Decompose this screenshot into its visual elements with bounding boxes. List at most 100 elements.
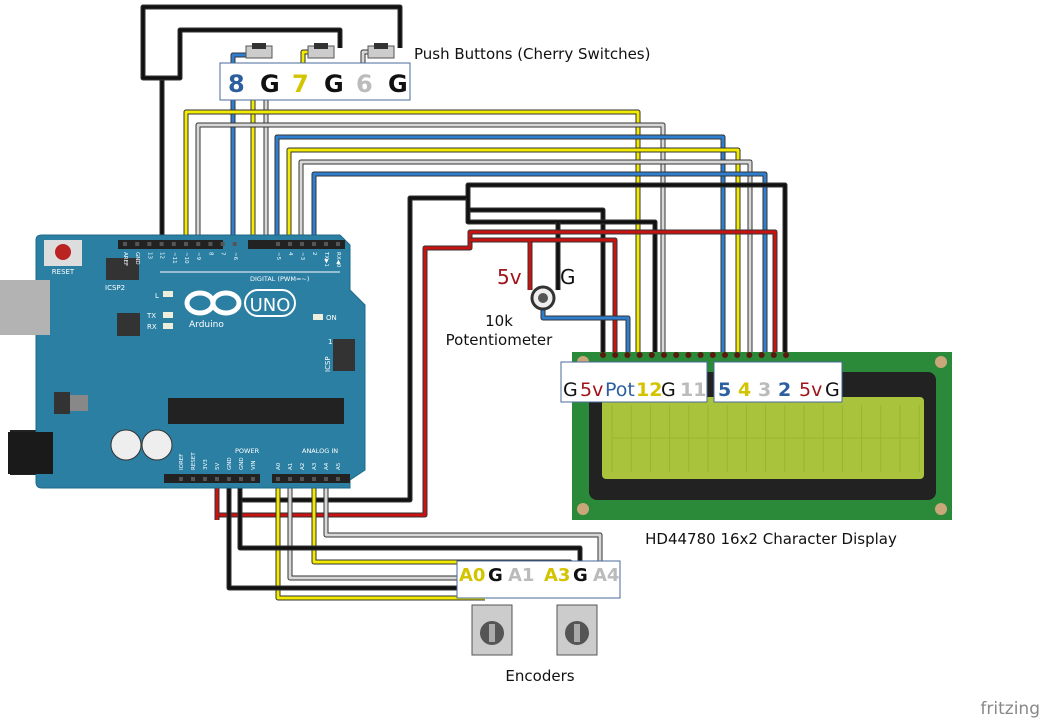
header-pin <box>232 242 237 246</box>
pin-label: A4 <box>324 462 330 470</box>
pin-label: VIN <box>251 461 257 471</box>
header-pin <box>135 242 140 246</box>
header-pin <box>300 477 304 481</box>
header-pin <box>191 477 195 481</box>
pot-value-label: 10k <box>485 312 513 330</box>
header-pin <box>324 242 328 246</box>
pin-label: G <box>661 379 676 401</box>
pin-label: AREF <box>122 252 128 266</box>
pin-label: IOREF <box>179 454 185 470</box>
pin-label: 4 <box>287 252 293 256</box>
lcd-pin <box>661 352 667 358</box>
lcd-pin <box>673 352 680 358</box>
potentiometer: 5v G 10k Potentiometer <box>446 265 576 349</box>
pin-label: G <box>388 70 408 98</box>
lcd-pin <box>697 352 704 358</box>
pin-label: GND <box>239 457 245 470</box>
header-pin <box>300 242 304 246</box>
pin-label: 5v <box>580 379 603 401</box>
lcd-caption: HD44780 16x2 Character Display <box>645 530 897 548</box>
header-pin <box>336 477 340 481</box>
pin-label: 5V <box>215 463 221 470</box>
pin-label: 4 <box>738 379 751 401</box>
lcd-pin <box>600 352 606 358</box>
pin-label: A3 <box>312 462 318 470</box>
pin-label: A2 <box>300 463 306 470</box>
pin-label: G <box>488 565 503 586</box>
lcd-pin <box>685 352 692 358</box>
pin-label: 2 <box>311 252 317 256</box>
pin-label: G <box>260 70 280 98</box>
lcd-pin <box>624 352 631 358</box>
led-on-label: ON <box>326 314 337 322</box>
pin-label: 7 <box>220 252 226 256</box>
digital-label: DIGITAL (PWM=~) <box>250 275 309 283</box>
header-pin <box>147 242 152 246</box>
pin-label: 13 <box>146 252 152 259</box>
pin-label: ~10 <box>183 252 189 264</box>
lcd-pin <box>636 352 643 358</box>
pin-label: ~9 <box>195 252 201 261</box>
header-pin <box>288 242 292 246</box>
pin-label: ~3 <box>299 252 305 261</box>
pin-label: A1 <box>508 565 534 586</box>
pin-label: ~6 <box>232 252 238 261</box>
header-pin <box>324 477 328 481</box>
pin-label: GND <box>227 457 233 470</box>
wire-outline <box>311 171 768 354</box>
header-pin <box>171 242 176 246</box>
lcd-pin <box>648 352 655 358</box>
header-pin <box>276 242 280 246</box>
pin-label: 11 <box>680 379 706 401</box>
pin-label: A4 <box>593 565 619 586</box>
pin-label: RX◀0 <box>335 252 341 268</box>
power-label: POWER <box>235 447 260 455</box>
wire-black <box>141 5 402 244</box>
header-pin <box>276 477 280 481</box>
header-pin <box>179 477 183 481</box>
pin-label: 8 <box>228 70 245 98</box>
pin-label: 5v <box>799 379 822 401</box>
pin-label: ~11 <box>171 252 177 264</box>
pot-g-label: G <box>560 265 576 289</box>
header-pin <box>215 477 219 481</box>
pin-label: A0 <box>276 462 282 470</box>
header-pin <box>208 242 213 246</box>
pin-label: 12 <box>636 379 662 401</box>
pin-label: G <box>825 379 840 401</box>
header-pin <box>312 477 316 481</box>
wire-black <box>466 210 657 354</box>
wire-blue <box>541 310 630 354</box>
pin-label: 3V3 <box>203 459 209 470</box>
pin-label: A3 <box>544 565 570 586</box>
pin-label: 2 <box>778 379 791 401</box>
header-pin <box>159 242 164 246</box>
fritzing-watermark: fritzing <box>980 699 1040 719</box>
pin-label: A5 <box>336 462 342 470</box>
header-pin <box>196 242 201 246</box>
pin-label: GND <box>134 252 140 265</box>
wire-yellow <box>287 148 740 354</box>
pin-label: 6 <box>356 70 373 98</box>
pin-label: TX▶1 <box>323 251 329 267</box>
pin-label: 5 <box>718 379 731 401</box>
led-rx-label: RX <box>147 323 157 331</box>
pin-label: 7 <box>292 70 309 98</box>
wire-white <box>299 160 752 354</box>
arduino-logo <box>184 290 242 316</box>
lcd-pin <box>770 352 777 358</box>
wire-black <box>466 198 605 354</box>
pin-label: G <box>573 565 588 586</box>
pin-label: ~5 <box>275 252 281 261</box>
lcd-pin <box>758 352 765 358</box>
wire-blue <box>312 172 767 354</box>
header-pin <box>203 477 207 481</box>
pot-5v-label: 5v <box>497 265 522 289</box>
header-pin <box>123 242 127 246</box>
header-pin <box>288 477 292 481</box>
